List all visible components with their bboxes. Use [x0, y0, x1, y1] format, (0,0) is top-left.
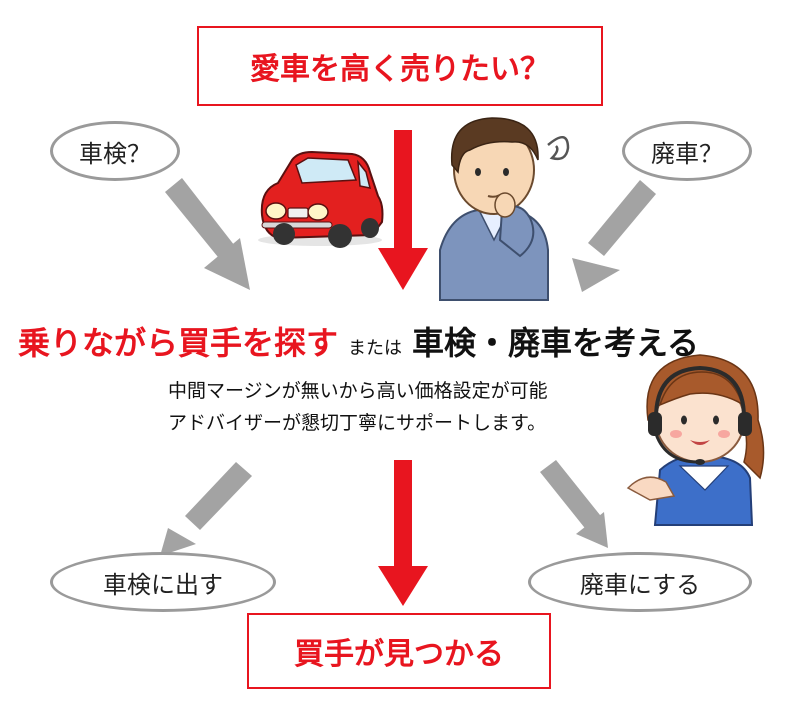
- headline-connector: または: [348, 338, 403, 359]
- gray-arrow-right-top: [572, 180, 656, 292]
- oval-haisha-ni-suru-label: 廃車にする: [579, 570, 701, 599]
- operator-woman-illustration: [626, 354, 765, 526]
- oval-haisha-label: 廃車？: [651, 139, 723, 168]
- thinking-man-illustration: [439, 117, 570, 301]
- red-arrow-bottom: [378, 460, 428, 606]
- red-arrow-top: [378, 130, 428, 290]
- top-question-text: 愛車を高く売りたい？: [250, 52, 550, 87]
- oval-shaken-ni-dasu: 車検に出す: [50, 552, 276, 612]
- top-question-box: 愛車を高く売りたい？: [197, 26, 603, 106]
- gray-arrow-left-top: [165, 178, 250, 290]
- gray-arrow-right-bottom: [540, 460, 608, 548]
- bottom-result-box: 買手が見つかる: [247, 613, 551, 689]
- red-car-illustration: [258, 150, 384, 248]
- bottom-result-text: 買手が見つかる: [294, 637, 504, 672]
- gray-arrow-left-bottom: [160, 462, 252, 556]
- headline-black: 車検・廃車を考える: [412, 324, 700, 362]
- oval-shaken-label: 車検？: [79, 139, 151, 168]
- oval-shaken: 車検？: [50, 121, 180, 181]
- description-line-1: 中間マージンが無いから高い価格設定が可能: [168, 380, 548, 402]
- oval-haisha: 廃車？: [622, 121, 752, 181]
- description-line-2: アドバイザーが懇切丁寧にサポートします。: [168, 412, 547, 434]
- headline: 乗りながら買手を探す または 車検・廃車を考える: [18, 318, 699, 370]
- headline-red: 乗りながら買手を探す: [18, 324, 339, 362]
- oval-shaken-ni-dasu-label: 車検に出す: [103, 570, 223, 599]
- oval-haisha-ni-suru: 廃車にする: [528, 552, 752, 612]
